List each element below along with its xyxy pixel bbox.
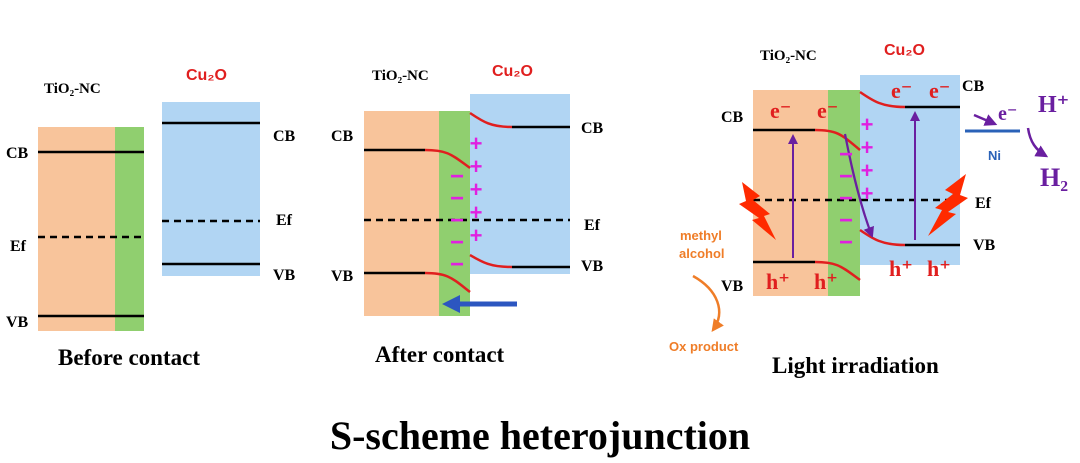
cb-label: CB [331,128,354,145]
tio2-vb-bend [424,271,471,293]
cb-label: CB [721,109,744,126]
panel-light-irradiation: + + + + − − − − − e⁻ e⁻ e⁻ e⁻ h⁺ h⁺ h⁺ h… [669,42,1069,378]
product-label: Ox product [669,339,739,354]
proton-label: H⁺ [1038,92,1069,118]
hole-label: h⁺ [927,256,951,281]
vb-label: VB [721,278,744,295]
cu2o-vb-bend [859,228,906,247]
hole-label: h⁺ [766,269,790,294]
vb-label: VB [973,237,996,254]
vb-label: VB [331,268,354,285]
cu2o-label: Cu₂O [884,42,925,59]
electron-label: e⁻ [817,98,838,123]
h2-evolution-arrow [1026,127,1049,158]
negative-charge: − [450,163,464,190]
vb-label: VB [273,267,296,284]
caption-after-contact: After contact [375,342,505,367]
positive-charge: + [470,177,483,202]
cu2o-cb-bend [859,90,906,109]
lightning-icon [928,174,968,236]
electric-field-arrow [442,295,517,313]
panel-before-contact: TiO₂-NC Cu₂O CB Ef VB CB Ef VB Before co… [6,67,296,370]
reactant-label: methyl alcohol [679,228,726,261]
electron-label: e⁻ [891,78,912,103]
oxidation-arrow [692,274,724,333]
cu2o-cb-bend [469,111,513,129]
negative-charge: − [839,163,853,190]
tio2-cb-bend [424,148,471,170]
ef-label: Ef [584,217,601,234]
hole-label: h⁺ [889,256,913,281]
panel-after-contact: + + + + + − − − − − TiO₂-NC Cu₂O CB VB C… [331,63,604,367]
negative-charge: − [839,229,853,256]
cu2o-block [860,75,960,265]
tio2-vb-bend [814,260,861,282]
reactant-label-line: alcohol [679,246,725,261]
cu2o-block [162,102,260,276]
tio2-label: TiO₂-NC [44,81,101,97]
interface-layer [115,127,144,331]
tio2-label: TiO₂-NC [372,68,429,84]
positive-charge: + [470,223,483,248]
positive-charge: + [861,135,874,160]
caption-light-irradiation: Light irradiation [772,353,939,378]
ef-label: Ef [276,212,293,229]
lightning-icon [739,182,776,240]
electron-label: e⁻ [770,98,791,123]
negative-charge: − [450,207,464,234]
electron-label: e⁻ [998,103,1017,125]
vb-label: VB [6,314,29,331]
ef-label: Ef [10,238,27,255]
caption-before-contact: Before contact [58,345,200,370]
cb-label: CB [6,145,29,162]
negative-charge: − [839,141,853,168]
vb-label: VB [581,258,604,275]
negative-charge: − [450,185,464,212]
negative-charge: − [450,229,464,256]
positive-charge: + [470,200,483,225]
cb-label: CB [962,78,985,95]
cu2o-vb-bend [469,253,513,269]
cu2o-label: Cu₂O [492,63,533,80]
electron-label: e⁻ [929,78,950,103]
ni-label: Ni [988,148,1001,163]
positive-charge: + [861,181,874,206]
negative-charge: − [450,251,464,278]
main-title: S-scheme heterojunction [330,413,750,458]
positive-charge: + [470,154,483,179]
ef-label: Ef [975,195,992,212]
electron-transfer-arrow [973,113,998,126]
tio2-block [38,127,115,331]
recombination-arrow [843,133,874,239]
hydrogen-label: H₂ [1040,163,1068,192]
positive-charge: + [861,158,874,183]
negative-charge: − [839,207,853,234]
negative-charge: − [839,185,853,212]
tio2-cb-bend [814,128,861,151]
positive-charge: + [861,112,874,137]
positive-charge: + [470,131,483,156]
cb-label: CB [581,120,604,137]
hole-label: h⁺ [814,269,838,294]
cu2o-label: Cu₂O [186,67,227,84]
interface-layer [828,90,860,296]
tio2-label: TiO₂-NC [760,48,817,64]
tio2-block [364,111,439,316]
reactant-label-line: methyl [680,228,722,243]
cb-label: CB [273,128,296,145]
